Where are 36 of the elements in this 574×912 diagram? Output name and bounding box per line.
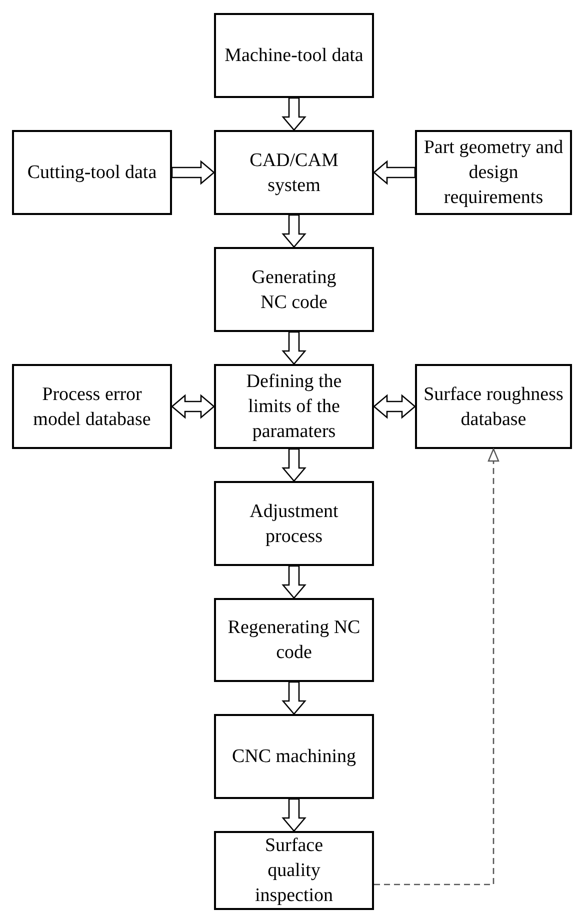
process-box xyxy=(12,364,172,449)
box-label: Surface quality inspection xyxy=(254,834,334,908)
process-box xyxy=(214,831,374,910)
box-label: Defining the limits of the paramaters xyxy=(245,370,343,444)
box-label: Adjustment process xyxy=(248,500,340,548)
block-arrow xyxy=(282,331,306,365)
block-arrow xyxy=(282,565,306,599)
process-box xyxy=(214,481,374,566)
process-box xyxy=(214,714,374,799)
process-box xyxy=(214,364,374,449)
block-arrow xyxy=(282,448,306,482)
box-label: CAD/CAM system xyxy=(248,148,340,198)
box-label: Cutting-tool data xyxy=(27,161,157,185)
feedback-arrow xyxy=(374,448,500,886)
block-arrow xyxy=(373,160,416,185)
block-arrow xyxy=(171,160,215,185)
double-block-arrow xyxy=(373,394,416,419)
block-arrow xyxy=(282,681,306,715)
box-label: Surface roughness database xyxy=(424,382,564,432)
process-box xyxy=(12,130,172,215)
block-arrow xyxy=(282,798,306,832)
block-arrow xyxy=(282,214,306,248)
process-box xyxy=(214,247,374,332)
block-arrow xyxy=(282,97,306,131)
box-label: Generating NC code xyxy=(250,266,338,314)
process-box xyxy=(415,130,572,215)
process-box xyxy=(214,130,374,215)
box-label: Machine-tool data xyxy=(224,44,364,68)
box-label: Regenerating NC code xyxy=(226,616,362,665)
process-box xyxy=(214,13,374,98)
double-block-arrow xyxy=(171,394,215,419)
box-label: Process error model database xyxy=(32,382,152,432)
process-box xyxy=(214,598,374,682)
box-label: Part geometry and design requirements xyxy=(422,136,564,210)
process-box xyxy=(415,364,572,449)
box-label: CNC machining xyxy=(232,745,356,769)
